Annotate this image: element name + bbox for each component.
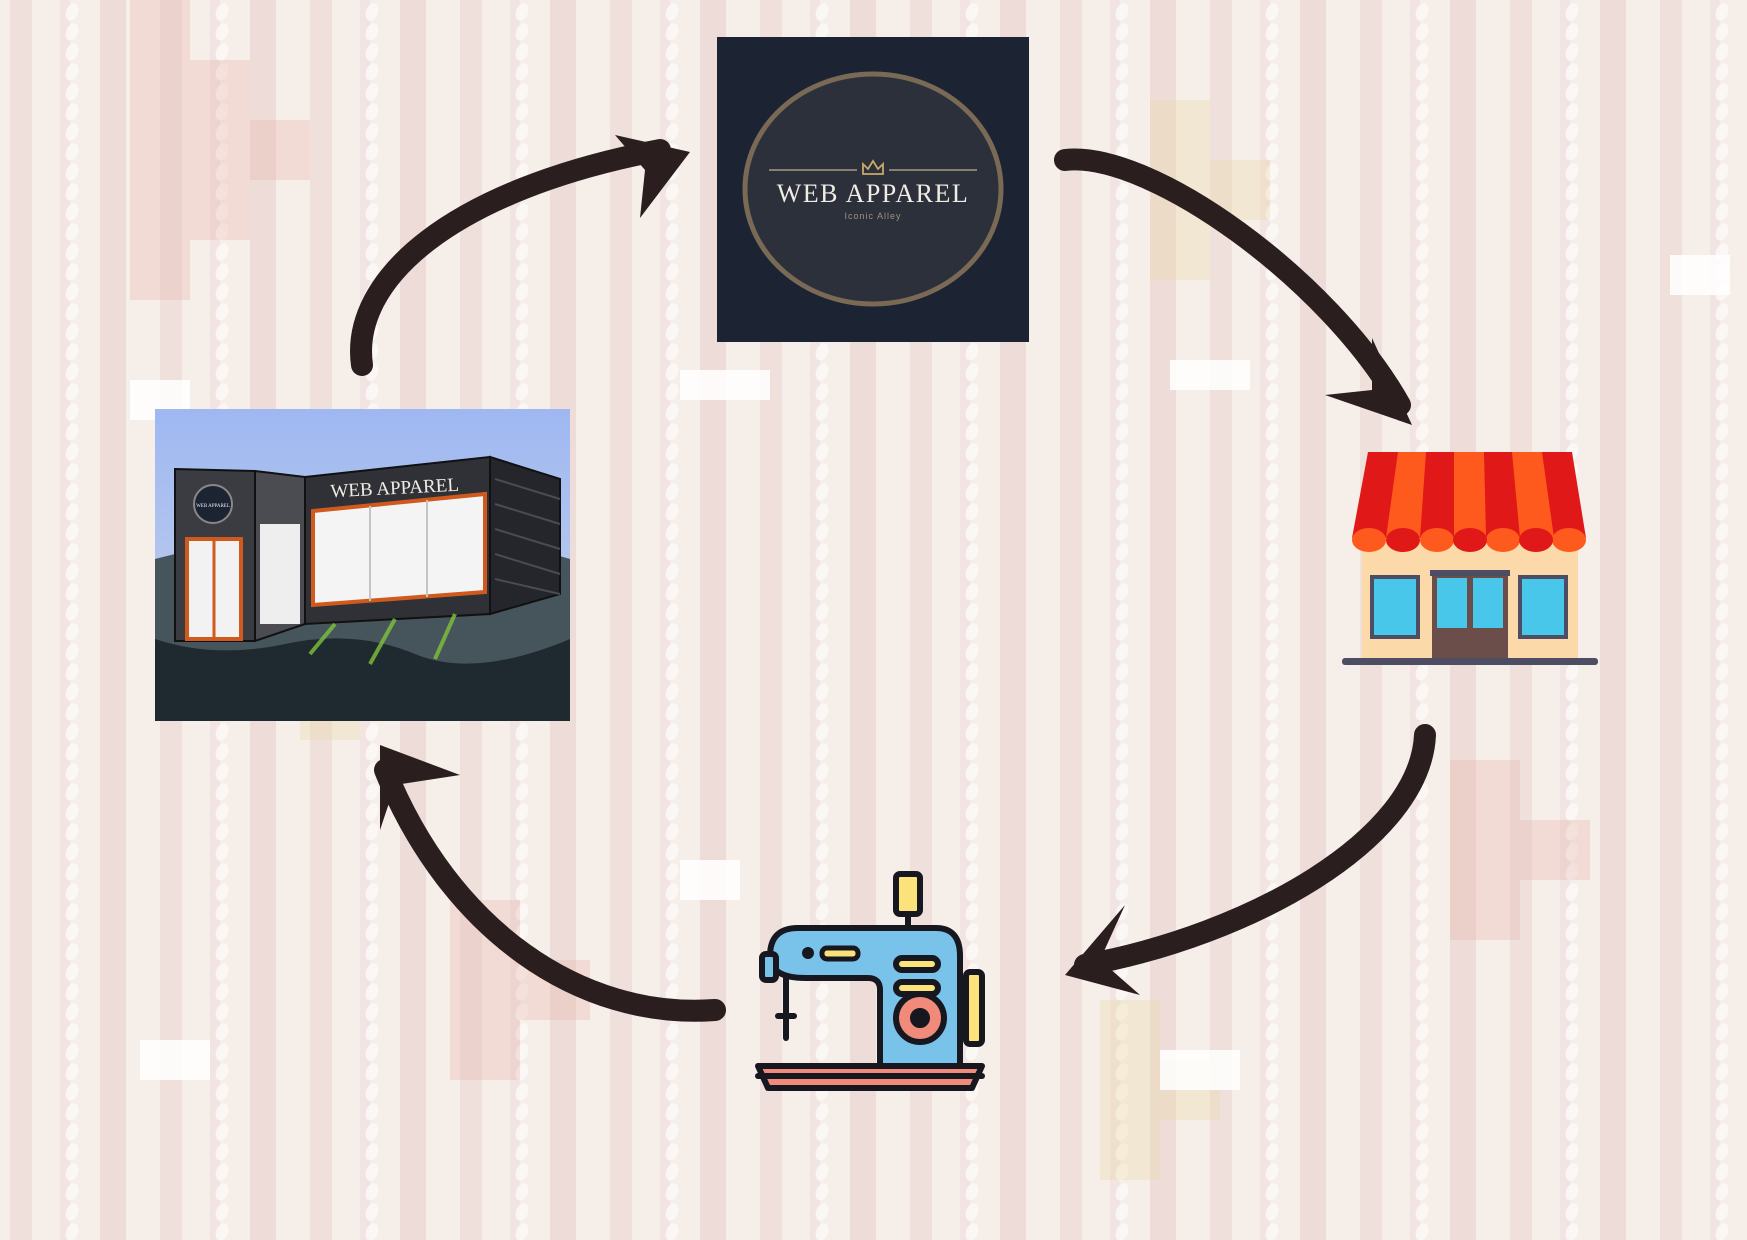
shop-icon <box>1340 450 1600 680</box>
logo-ring <box>742 71 1004 307</box>
shop-window <box>311 491 487 608</box>
door-badge <box>193 484 233 524</box>
logo-tagline: Iconic Alley <box>844 211 901 221</box>
sewing-machine-icon <box>750 870 990 1105</box>
spool <box>893 871 923 917</box>
shop-window-left <box>1370 575 1420 639</box>
ground <box>155 638 570 721</box>
shop-window-right <box>1518 575 1568 639</box>
web-apparel-logo: WEB APPAREL Iconic Alley <box>717 37 1029 342</box>
crown-icon <box>862 159 884 175</box>
logo-brand: WEB APPAREL <box>777 179 970 208</box>
door-badge-text: WEB APPAREL <box>196 504 230 509</box>
handwheel <box>963 969 985 1047</box>
shop-ground <box>1342 658 1598 665</box>
storefront-illustration: WEB APPAREL WEB APPAREL <box>155 409 570 721</box>
